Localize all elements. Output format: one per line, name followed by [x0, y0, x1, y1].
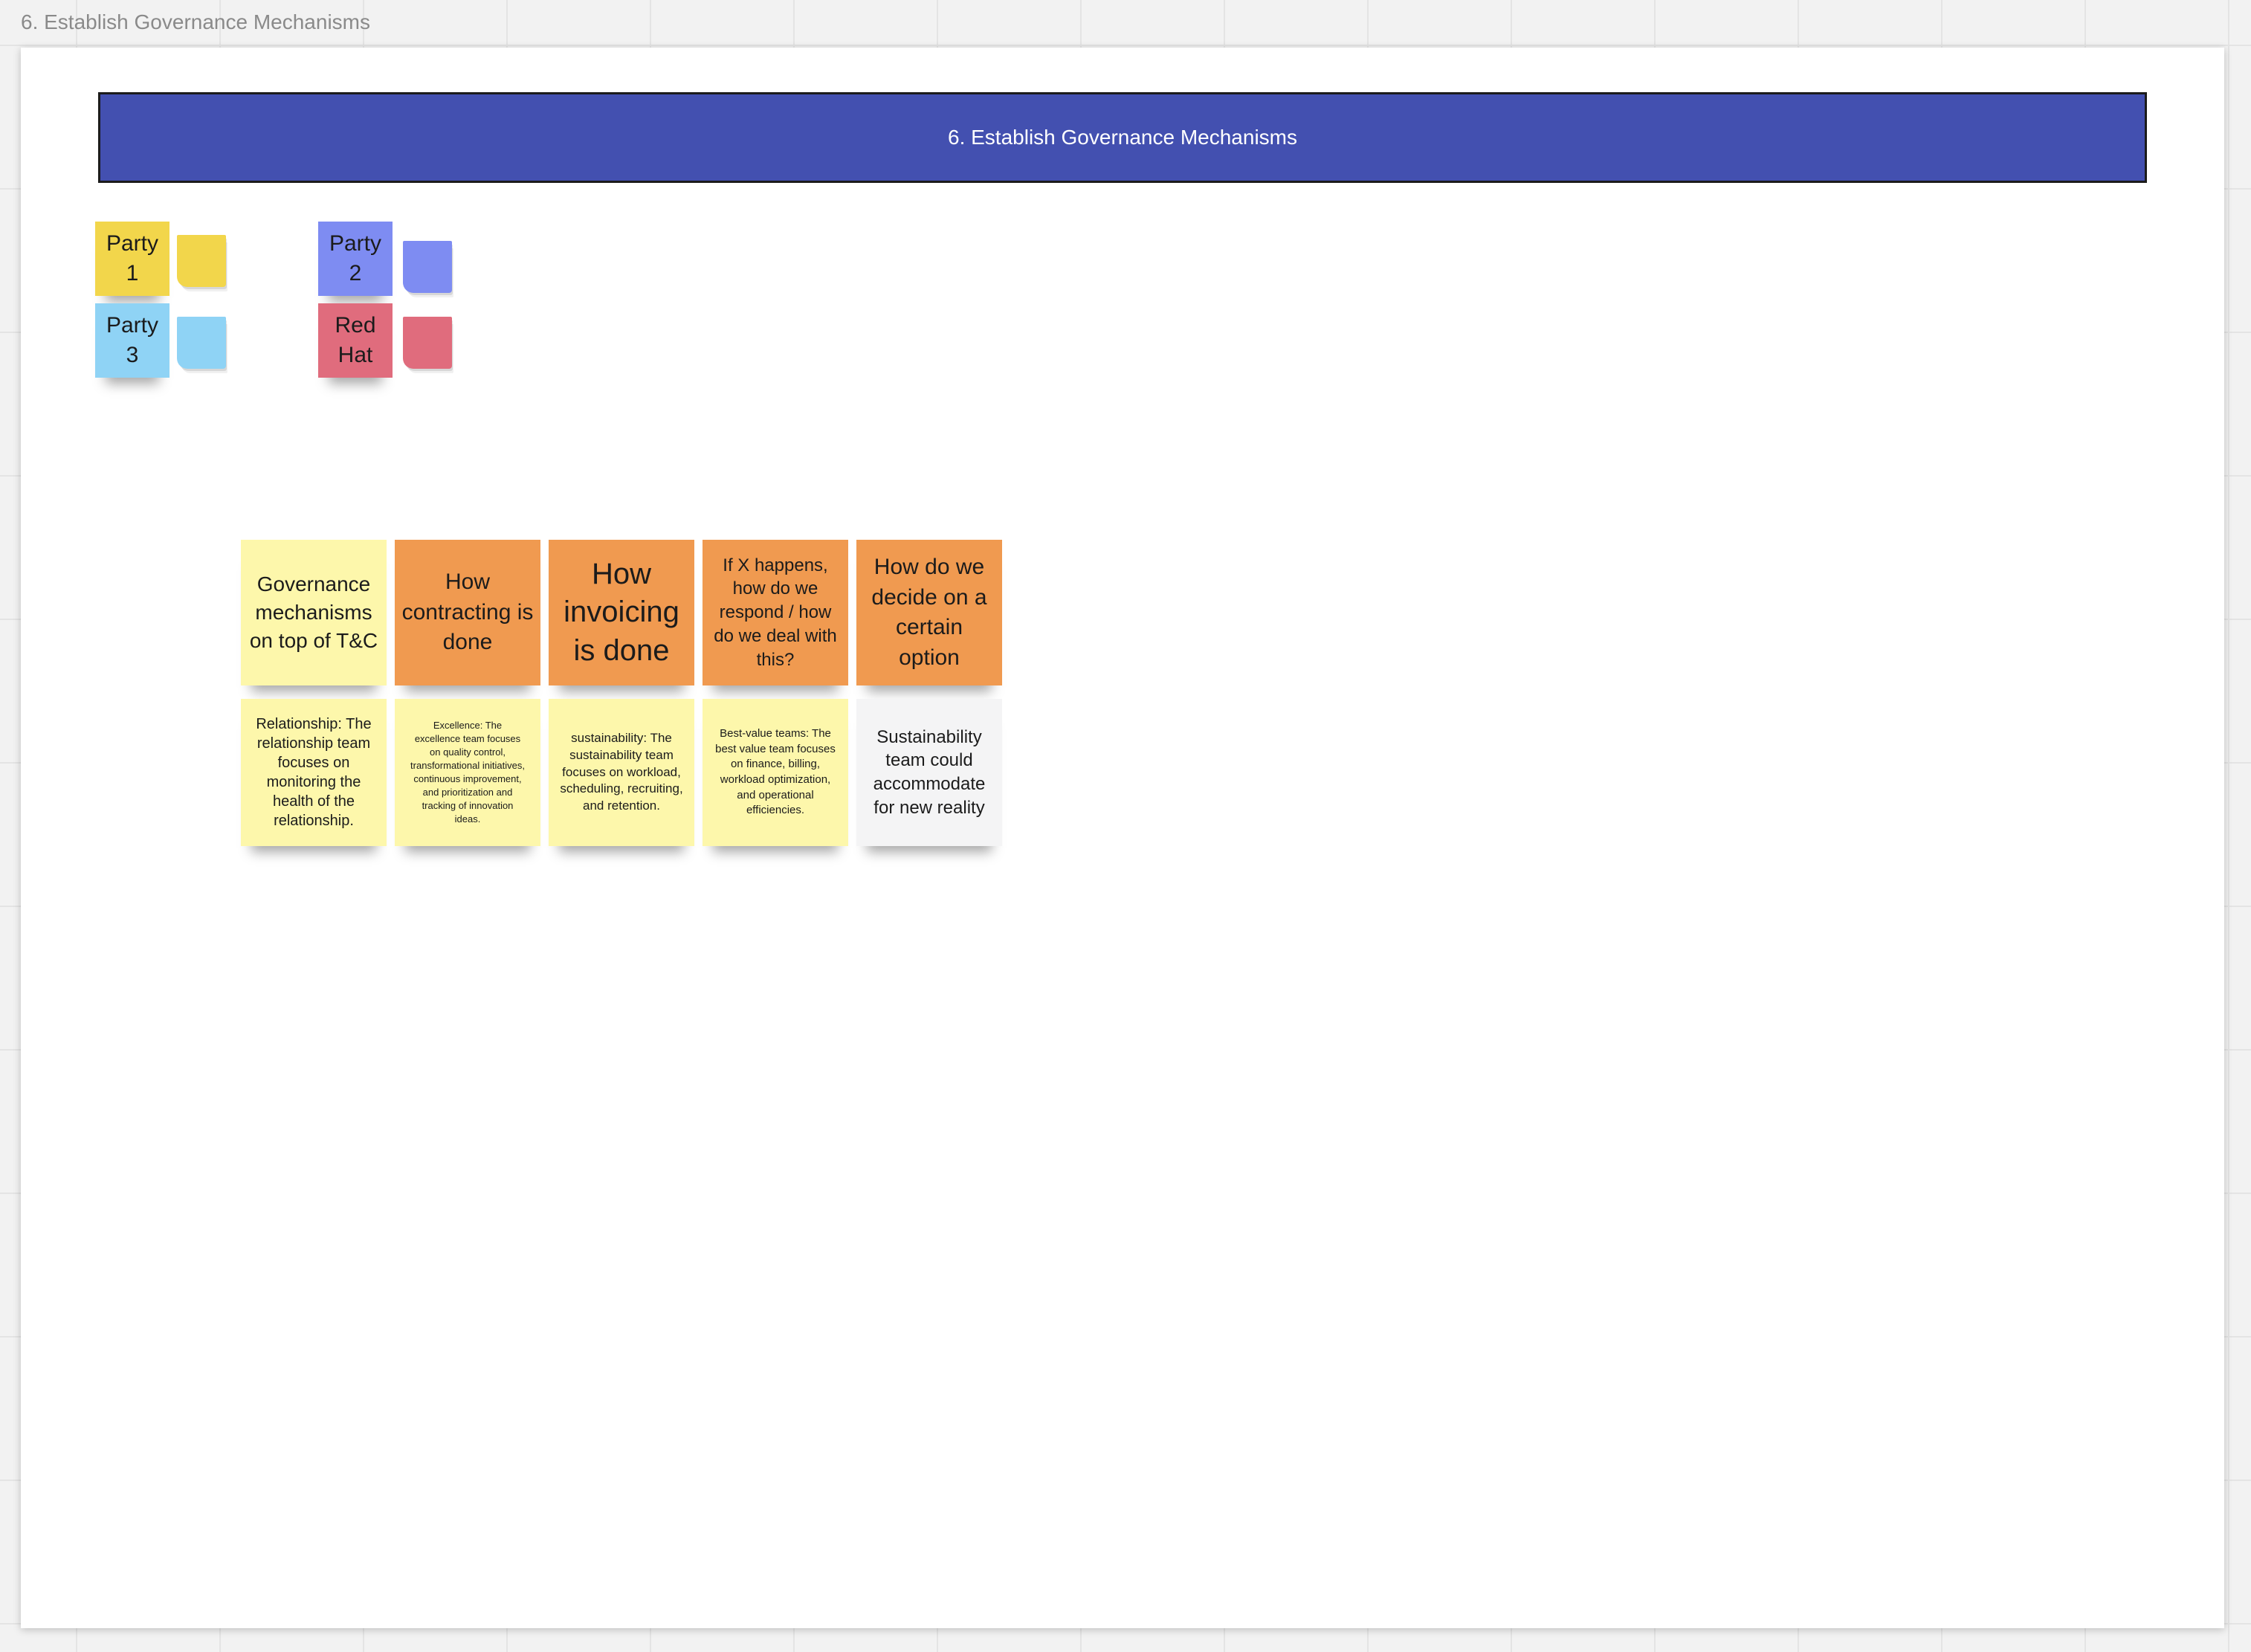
legend-party-3-note[interactable]: Party 3 — [95, 303, 169, 378]
header-note-contracting[interactable]: How contracting is done — [395, 540, 540, 685]
note-best-value[interactable]: Best-value teams: The best value team fo… — [703, 699, 848, 846]
legend-label: Red Hat — [335, 312, 376, 368]
legend-label: Party 3 — [106, 312, 159, 368]
note-text: Sustainability team could accommodate fo… — [873, 726, 986, 818]
legend-red-hat-swatch[interactable] — [403, 317, 452, 369]
legend-party-1-swatch[interactable] — [177, 235, 226, 287]
note-text: Relationship: The relationship team focu… — [256, 716, 372, 829]
legend-label: Party 2 — [329, 230, 382, 286]
note-text: How contracting is done — [401, 570, 534, 655]
header-note-decide-option[interactable]: How do we decide on a certain option — [856, 540, 1002, 685]
note-sustainability[interactable]: sustainability: The sustainability team … — [549, 699, 694, 846]
legend-red-hat-note[interactable]: Red Hat — [318, 303, 393, 378]
note-text: Governance mechanisms on top of T&C — [249, 572, 378, 653]
note-excellence[interactable]: Excellence: The excellence team focuses … — [395, 699, 540, 846]
header-note-if-x-happens[interactable]: If X happens, how do we respond / how do… — [703, 540, 848, 685]
legend-party-2-swatch[interactable] — [403, 241, 452, 293]
header-note-governance[interactable]: Governance mechanisms on top of T&C — [241, 540, 387, 685]
note-text: How do we decide on a certain option — [871, 555, 987, 670]
note-text: How invoicing is done — [563, 558, 679, 667]
note-relationship[interactable]: Relationship: The relationship team focu… — [241, 699, 387, 846]
header-note-invoicing[interactable]: How invoicing is done — [549, 540, 694, 685]
legend-party-3-swatch[interactable] — [177, 317, 226, 369]
note-text: If X happens, how do we respond / how do… — [714, 555, 837, 670]
note-text: Excellence: The excellence team focuses … — [410, 720, 525, 825]
note-text: Best-value teams: The best value team fo… — [715, 726, 836, 817]
note-sustainability-reality[interactable]: Sustainability team could accommodate fo… — [856, 699, 1002, 846]
banner-title: 6. Establish Governance Mechanisms — [948, 126, 1297, 149]
legend-party-2-note[interactable]: Party 2 — [318, 222, 393, 296]
note-text: sustainability: The sustainability team … — [560, 731, 683, 813]
frame-title-label[interactable]: 6. Establish Governance Mechanisms — [21, 10, 370, 33]
section-banner[interactable]: 6. Establish Governance Mechanisms — [98, 92, 2147, 183]
legend-party-1-note[interactable]: Party 1 — [95, 222, 169, 296]
legend-label: Party 1 — [106, 230, 159, 286]
